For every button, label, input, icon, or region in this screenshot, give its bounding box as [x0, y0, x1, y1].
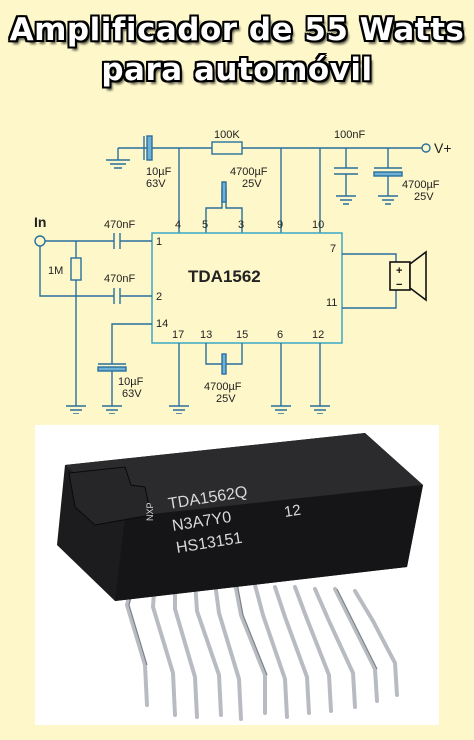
- pin-13: 13: [200, 329, 212, 341]
- wire-pin12-ground: [310, 343, 330, 414]
- pin-1: 1: [156, 236, 162, 248]
- schematic-diagram: 10µF 63V 100K 4700µF 25V 100nF 4700µF 25…: [34, 129, 452, 414]
- label-1m: 1M: [48, 265, 63, 277]
- label-470nf-in1: 470nF: [104, 219, 135, 231]
- wire-pin17-ground: [169, 343, 189, 414]
- ground-supply: [378, 195, 398, 205]
- cap-4700-supply-plate2: [373, 171, 403, 177]
- input-jack: [34, 235, 46, 247]
- chip-logo: NXP: [145, 502, 155, 521]
- pin-14: 14: [156, 318, 168, 330]
- supply-terminal: [421, 143, 431, 153]
- wire-pin11-speaker: [342, 288, 397, 309]
- ground-top-left: [106, 159, 130, 169]
- pin-9: 9: [277, 219, 283, 231]
- label-470nf-in2: 470nF: [104, 273, 135, 285]
- speaker-plus: +: [396, 265, 402, 277]
- pin-10: 10: [312, 219, 324, 231]
- label-100k: 100K: [214, 129, 240, 141]
- resistor-100k: [211, 141, 243, 155]
- label-100nf: 100nF: [334, 129, 365, 141]
- cap-4700-pins-5-3: [221, 181, 227, 203]
- cap-10uf-top-plate2: [146, 135, 153, 161]
- pin-12: 12: [312, 329, 324, 341]
- pin-15: 15: [236, 329, 248, 341]
- pin-4: 4: [175, 219, 181, 231]
- chip-tab: [68, 466, 152, 526]
- cap-10uf-bottom-plate2: [97, 366, 127, 372]
- pin-17: 17: [172, 329, 184, 341]
- wire-pin6-ground: [271, 343, 291, 414]
- pin-7: 7: [330, 243, 336, 255]
- label-4700-bottom-value: 4700µF: [204, 381, 242, 393]
- cap-100nf: [334, 148, 358, 196]
- ground-pin14: [102, 405, 122, 414]
- chip-front-face: [115, 485, 423, 601]
- cap-470nf-in1: [113, 233, 121, 249]
- label-vplus: V+: [434, 140, 452, 156]
- chip-photo: TDA1562Q N3A7Y0 HS13151 12 NXP: [35, 425, 439, 725]
- ground-1m: [66, 405, 86, 414]
- ground-100nf: [336, 195, 356, 205]
- chip-top-face: [65, 433, 423, 517]
- cap-470nf-in2: [113, 288, 121, 304]
- label-4700-supply-value: 4700µF: [402, 179, 440, 191]
- label-4700-top-voltage: 25V: [242, 178, 262, 190]
- title-line-2: para automóvil: [101, 52, 373, 88]
- pin-6: 6: [277, 329, 283, 341]
- pin-5: 5: [202, 219, 208, 231]
- speaker-cone: [409, 250, 427, 302]
- label-4700-bottom-voltage: 25V: [216, 393, 236, 405]
- schematic-panel: 10µF 63V 100K 4700µF 25V 100nF 4700µF 25…: [34, 96, 457, 414]
- speaker-minus: −: [396, 279, 402, 291]
- ic-name: TDA1562: [188, 267, 261, 286]
- wire-input-pin2: [39, 246, 152, 297]
- label-10uf-top-voltage: 63V: [146, 178, 166, 190]
- wire-pin7-speaker: [342, 253, 397, 264]
- pin-3: 3: [238, 219, 244, 231]
- pin-2: 2: [156, 291, 162, 303]
- label-10uf-top-value: 10µF: [146, 166, 172, 178]
- title-line-1: Amplificador de 55 Watts: [9, 12, 465, 48]
- wire-pin14: [111, 323, 152, 406]
- cap-4700-pins-13-15: [221, 353, 227, 375]
- label-4700-top-value: 4700µF: [230, 166, 268, 178]
- resistor-1m: [70, 257, 82, 281]
- chip-marking-number: 12: [283, 502, 302, 521]
- chip-illustration: TDA1562Q N3A7Y0 HS13151 12 NXP: [57, 433, 423, 721]
- chip-leads: [124, 573, 399, 721]
- label-10uf-bottom-value: 10µF: [118, 376, 144, 388]
- pin-11: 11: [326, 297, 337, 309]
- label-4700-supply-voltage: 25V: [414, 191, 434, 203]
- label-input: In: [34, 214, 46, 230]
- label-10uf-bottom-voltage: 63V: [122, 388, 142, 400]
- ic-tda1562-box: [151, 232, 343, 344]
- wire-pins-13-15: [205, 343, 243, 365]
